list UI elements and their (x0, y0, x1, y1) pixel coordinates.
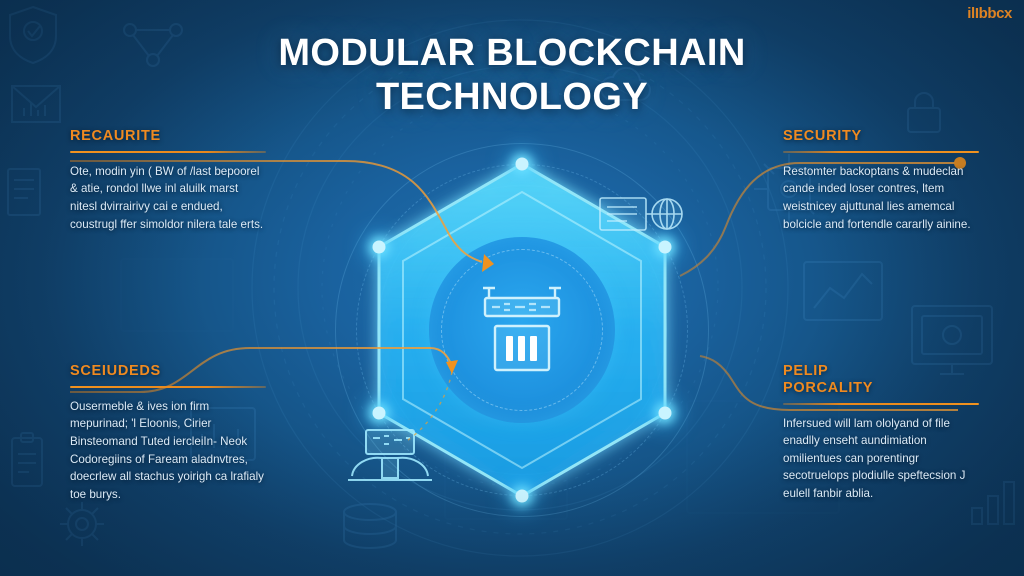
hexagon-node-top-right (658, 240, 672, 254)
page-title: MODULAR BLOCKCHAIN TECHNOLOGY (0, 31, 1024, 120)
hexagon-outer-glow (372, 180, 672, 480)
section-top-left-rule (70, 150, 266, 153)
server-icon (483, 286, 561, 372)
section-bottom-right-body: Infersued will lam ololyand of file enad… (783, 416, 966, 501)
page-title-line1: MODULAR BLOCKCHAIN (278, 32, 746, 74)
section-bottom-right-heading-line2: PORCALITY (783, 379, 874, 396)
clipboard-icon (11, 432, 43, 487)
section-top-right-body: Restomter backoptans & mudeclan cande in… (783, 164, 971, 231)
hexagon-core-ring (441, 249, 603, 411)
section-top-right: SECURITY Restomter backoptans & mudeclan… (783, 128, 979, 233)
section-top-right-heading: SECURITY (783, 128, 862, 144)
section-bottom-right: PELIP PORCALITY Infersued will lam ololy… (783, 363, 979, 503)
chart-panel-icon (803, 261, 883, 321)
section-top-left-heading: RECAURITE (70, 128, 161, 144)
background-panel (444, 430, 568, 520)
section-top-left-body: Ote, modin yin ( BW of /last bepoorel & … (70, 164, 264, 231)
hexagon-node-top (515, 157, 529, 171)
document-network-icon (599, 197, 683, 231)
hexagon-core-disc (429, 237, 615, 423)
background-panel (120, 258, 234, 332)
hexagon-ring-dashed (356, 164, 688, 496)
connector-bottom-left-tail (407, 371, 453, 441)
page-title-line2: TECHNOLOGY (375, 76, 649, 119)
hexagon-node-bottom-right (658, 406, 672, 420)
central-hexagon-graphic (332, 140, 712, 520)
section-bottom-left-body: Ousermeble & ives ion firm mepurinad; 'l… (70, 399, 264, 501)
section-bottom-left-heading: SCEIUDEDS (70, 363, 161, 379)
section-top-right-rule (783, 150, 979, 153)
hexagon-node-bottom-left (372, 406, 386, 420)
section-bottom-left: SCEIUDEDS Ousermeble & ives ion firm mep… (70, 363, 266, 503)
hexagon-shape (377, 162, 667, 498)
section-bottom-right-rule (783, 402, 979, 405)
section-bottom-right-heading: PELIP PORCALITY (783, 363, 979, 397)
hexagon-ring-outer (335, 143, 709, 517)
watermark-logo: ilIbbcx (967, 5, 1012, 22)
server-bank-icon (348, 429, 432, 481)
hexagon-node-top-left (372, 240, 386, 254)
section-top-left: RECAURITE Ote, modin yin ( BW of /last b… (70, 128, 266, 233)
document-icon (7, 168, 41, 216)
hexagon-ring-inner (377, 185, 667, 475)
database-icon (343, 503, 397, 549)
hexagon-node-bottom (515, 489, 529, 503)
section-bottom-right-heading-line1: PELIP (783, 363, 829, 379)
section-bottom-left-rule (70, 385, 266, 388)
connector-arrow-top-left (482, 254, 494, 272)
connector-arrow-bottom-left (446, 360, 458, 374)
